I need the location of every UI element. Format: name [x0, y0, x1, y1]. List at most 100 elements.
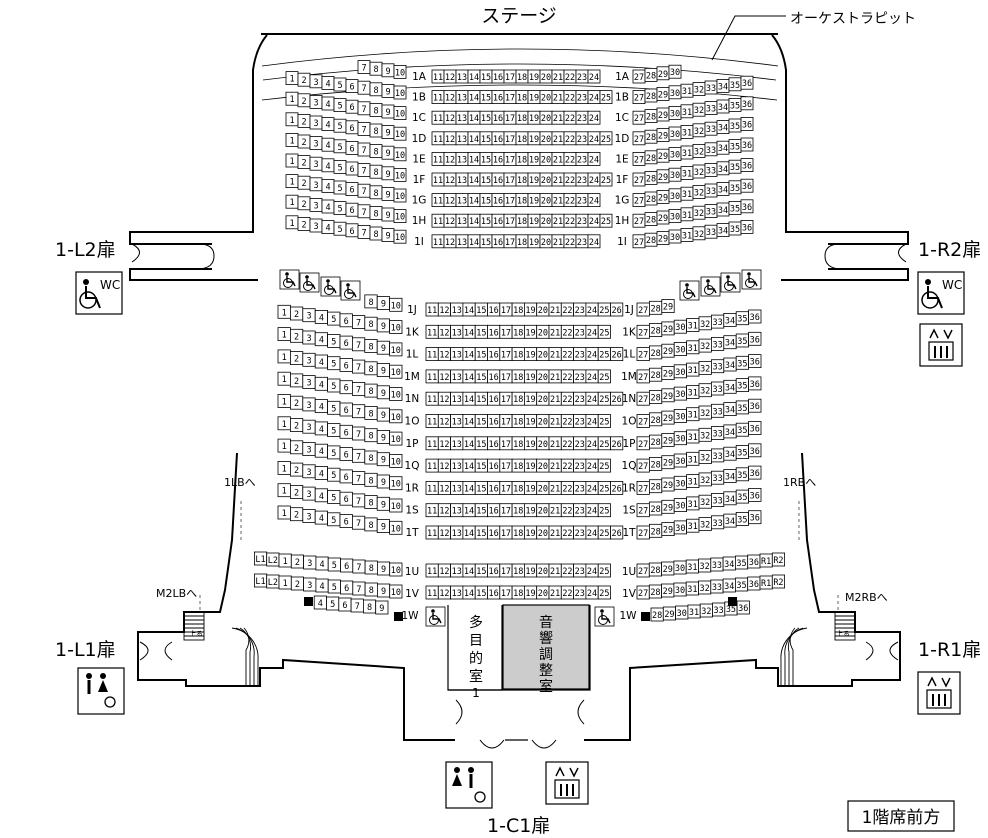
seat-number: 31 — [689, 608, 699, 618]
right-seat — [740, 75, 754, 90]
seat-number: 30 — [675, 323, 685, 333]
seat-number: 1 — [282, 420, 287, 430]
center-seat — [587, 193, 601, 208]
seat-number: 36 — [742, 203, 752, 213]
seat-number: 23 — [575, 567, 585, 577]
seat-number: 25 — [599, 507, 609, 517]
seat-number: 33 — [712, 385, 722, 395]
seat-number: 17 — [501, 328, 511, 338]
seat-number: 2 — [294, 355, 299, 365]
seat-number: 17 — [505, 176, 515, 186]
seat-number: 1 — [283, 557, 288, 567]
seat-number: 29 — [663, 303, 673, 313]
seat-number: 22 — [562, 462, 572, 472]
seat-number: 35 — [737, 493, 747, 503]
seat-number: 20 — [541, 155, 551, 165]
seat-number: 25 — [601, 135, 611, 145]
seat-number: 24 — [587, 440, 597, 450]
seat-number: 27 — [638, 507, 648, 517]
seat-number: 19 — [525, 306, 535, 316]
seat-number: 31 — [688, 455, 698, 465]
seat-number: 14 — [469, 217, 479, 227]
seat-number: 1 — [283, 579, 288, 589]
seat-number: 12 — [439, 589, 449, 599]
wheelchair-space-icon — [320, 276, 341, 297]
seat-number: 20 — [538, 395, 548, 405]
seat-number: 7 — [361, 187, 366, 197]
seat-number: 1 — [282, 308, 287, 318]
row-label: 1U — [405, 566, 419, 578]
wheelchair-space-icon — [700, 276, 721, 297]
seat-number: 22 — [562, 306, 572, 316]
seat-number: 1 — [282, 442, 287, 452]
seat-number: 34 — [724, 582, 734, 592]
row-label: 1J — [407, 304, 417, 316]
seat-number: 10 — [391, 457, 401, 467]
seat-number: 30 — [675, 390, 685, 400]
seat-number: 24 — [587, 328, 597, 338]
seat-number: 15 — [476, 484, 486, 494]
seat-number: 29 — [663, 503, 673, 513]
row-label: 1B — [615, 92, 629, 104]
row-label: 1J — [624, 304, 634, 316]
seat-number: 23 — [575, 418, 585, 428]
seat-number: 30 — [670, 192, 680, 202]
seat-number: 23 — [575, 306, 585, 316]
seat-number: 14 — [464, 484, 474, 494]
row-label: 1E — [412, 153, 425, 165]
seat-number: 6 — [344, 339, 349, 349]
seat-number: 6 — [344, 562, 349, 572]
seat-number: 2 — [301, 97, 306, 107]
seat-number: 24 — [589, 176, 599, 186]
seat-number: 13 — [457, 135, 467, 145]
seat-number: 16 — [489, 484, 499, 494]
stair-sign-m2rb: M2RBへ — [845, 591, 888, 604]
seat-number: 27 — [634, 217, 644, 227]
seat-number: 35 — [730, 225, 740, 235]
seat-number: 36 — [750, 335, 760, 345]
seat-number: 27 — [634, 135, 644, 145]
seat-number: 4 — [319, 582, 324, 592]
wheelchair-space-icon — [340, 280, 361, 301]
seat-number: 27 — [638, 440, 648, 450]
seat-number: 9 — [381, 344, 386, 354]
row-label: 1U — [622, 566, 636, 578]
seat-number: 20 — [538, 440, 548, 450]
restroom-icon-c1 — [445, 761, 493, 809]
seat-number: 34 — [725, 450, 735, 460]
seat-number: 29 — [663, 587, 673, 597]
seat-number: 14 — [464, 328, 474, 338]
seat-number: 32 — [700, 409, 710, 419]
seat-number: 14 — [464, 351, 474, 361]
seat-number: 12 — [439, 351, 449, 361]
seat-number: 14 — [469, 197, 479, 207]
seat-number: 22 — [565, 155, 575, 165]
seat-number: 28 — [650, 438, 660, 448]
right-seat — [740, 117, 754, 131]
seat-number: 2 — [294, 422, 299, 432]
seat-number: 12 — [439, 440, 449, 450]
row-label: 1K — [622, 326, 637, 338]
seat-number: 2 — [294, 377, 299, 387]
seat-number: 13 — [452, 351, 462, 361]
seat-number: 18 — [517, 176, 527, 186]
seat-number: 14 — [469, 73, 479, 83]
seat-number: 23 — [575, 351, 585, 361]
seat-number: 25 — [599, 306, 609, 316]
seat-number: 25 — [599, 462, 609, 472]
seat-number: L1 — [255, 577, 265, 587]
stairs-right — [780, 611, 856, 686]
seat-number: 18 — [513, 484, 523, 494]
seat-number: 17 — [501, 306, 511, 316]
row-label: 1C — [412, 112, 426, 124]
seat-number: 30 — [675, 502, 685, 512]
seat-number: 9 — [381, 587, 386, 597]
row-label: 1G — [412, 195, 427, 207]
seat-number: 35 — [737, 404, 747, 414]
seat-number: 8 — [368, 521, 373, 531]
seat-number: 1 — [289, 178, 294, 188]
seat-number: 10 — [391, 391, 401, 401]
seat-number: 11 — [427, 484, 437, 494]
seat-number: 33 — [706, 228, 716, 238]
seat-number: 12 — [439, 529, 449, 539]
